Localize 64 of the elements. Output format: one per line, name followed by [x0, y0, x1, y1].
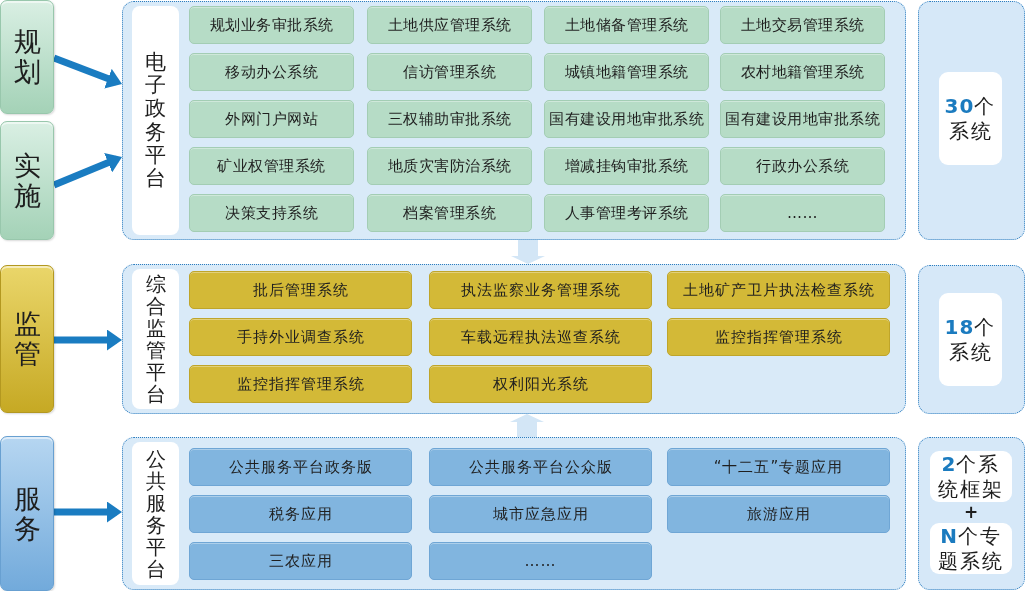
- arrow: [52, 153, 122, 189]
- system-box: 监控指挥管理系统: [189, 365, 412, 403]
- system-box: 土地交易管理系统: [720, 6, 885, 44]
- system-box: 矿业权管理系统: [189, 147, 354, 185]
- system-box: 批后管理系统: [189, 271, 412, 309]
- count-label: 30个系统: [939, 72, 1002, 165]
- platform-panel: [122, 437, 906, 590]
- platform-title: 公共服务平台: [132, 442, 179, 585]
- count-panel: [918, 265, 1025, 414]
- system-box: 公共服务平台政务版: [189, 448, 412, 486]
- system-box: 档案管理系统: [367, 194, 532, 232]
- system-box: 国有建设用地审批系统: [720, 100, 885, 138]
- system-box: 国有建设用地审批系统: [544, 100, 709, 138]
- system-box: 执法监察业务管理系统: [429, 271, 652, 309]
- system-box: 城市应急应用: [429, 495, 652, 533]
- platform-panel: [122, 264, 906, 414]
- system-box: 三权辅助审批系统: [367, 100, 532, 138]
- arrow: [54, 329, 122, 351]
- stage-label: 服务: [13, 483, 41, 544]
- count-label: 2个系统框架: [930, 451, 1012, 502]
- plus-sign: +: [962, 502, 980, 522]
- system-box: 信访管理系统: [367, 53, 532, 91]
- count-panel: [918, 437, 1025, 590]
- system-box: 地质灾害防治系统: [367, 147, 532, 185]
- system-box: “十二五”专题应用: [667, 448, 890, 486]
- system-box: 旅游应用: [667, 495, 890, 533]
- stage-label: 实施: [13, 150, 41, 211]
- stage-tab: [0, 121, 54, 240]
- platform-title: 电子政务平台: [132, 6, 179, 235]
- system-box: 增减挂钩审批系统: [544, 147, 709, 185]
- count-label: 18个系统: [939, 293, 1002, 386]
- system-box: 决策支持系统: [189, 194, 354, 232]
- system-box: ……: [429, 542, 652, 580]
- stage-tab: [0, 436, 54, 591]
- stage-label: 监管: [13, 309, 41, 369]
- system-box: 土地矿产卫片执法检查系统: [667, 271, 890, 309]
- system-box: 外网门户网站: [189, 100, 354, 138]
- block-arrow: [510, 414, 544, 437]
- stage-label: 规划: [13, 27, 41, 87]
- arrow: [54, 501, 122, 523]
- system-box: 监控指挥管理系统: [667, 318, 890, 356]
- count-label: N个专题系统: [930, 523, 1012, 574]
- block-arrow: [511, 240, 545, 264]
- system-box: 权利阳光系统: [429, 365, 652, 403]
- stage-tab: [0, 0, 54, 114]
- arrow: [52, 54, 122, 89]
- system-box: 规划业务审批系统: [189, 6, 354, 44]
- system-box: 税务应用: [189, 495, 412, 533]
- system-box: 行政办公系统: [720, 147, 885, 185]
- system-box: 农村地籍管理系统: [720, 53, 885, 91]
- system-box: 土地供应管理系统: [367, 6, 532, 44]
- system-box: 公共服务平台公众版: [429, 448, 652, 486]
- system-box: 手持外业调查系统: [189, 318, 412, 356]
- stage-tab: [0, 265, 54, 413]
- system-box: 车载远程执法巡查系统: [429, 318, 652, 356]
- system-box: 移动办公系统: [189, 53, 354, 91]
- platform-title: 综合监管平台: [132, 269, 179, 409]
- system-box: 人事管理考评系统: [544, 194, 709, 232]
- system-box: 城镇地籍管理系统: [544, 53, 709, 91]
- system-box: 土地储备管理系统: [544, 6, 709, 44]
- system-box: ……: [720, 194, 885, 232]
- system-box: 三农应用: [189, 542, 412, 580]
- platform-panel: [122, 1, 906, 240]
- count-panel: [918, 1, 1025, 240]
